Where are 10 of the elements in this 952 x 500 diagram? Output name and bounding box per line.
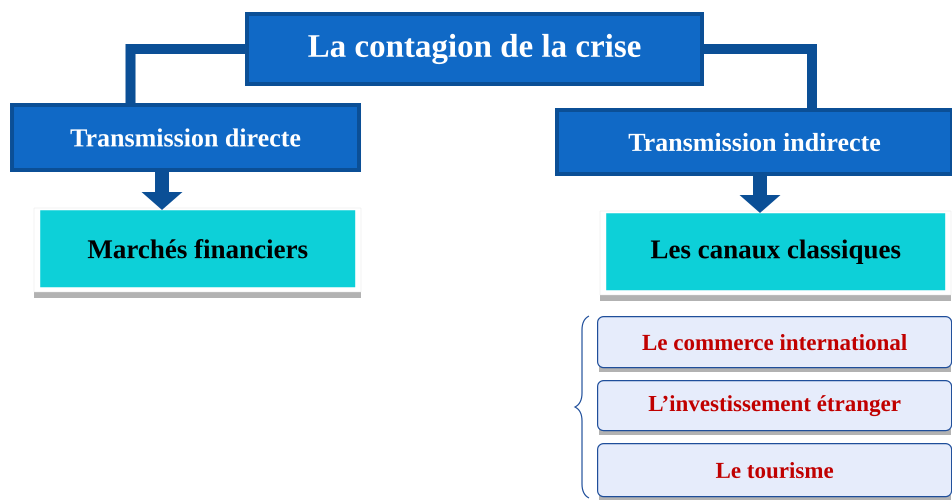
- category-box: Les canaux classiques: [600, 210, 952, 301]
- channel-box: Le tourisme: [597, 442, 952, 500]
- category-box: Marchés financiers: [34, 208, 362, 298]
- title-box: Transmission indirecte: [555, 108, 952, 176]
- channel-box: L’investissement étranger: [597, 380, 952, 435]
- connector-line: [126, 44, 245, 103]
- title-box: La contagion de la crise: [245, 12, 704, 86]
- connector-line: [704, 44, 817, 108]
- channel-box: Le commerce international: [597, 316, 952, 372]
- title-box: Transmission directe: [10, 103, 361, 172]
